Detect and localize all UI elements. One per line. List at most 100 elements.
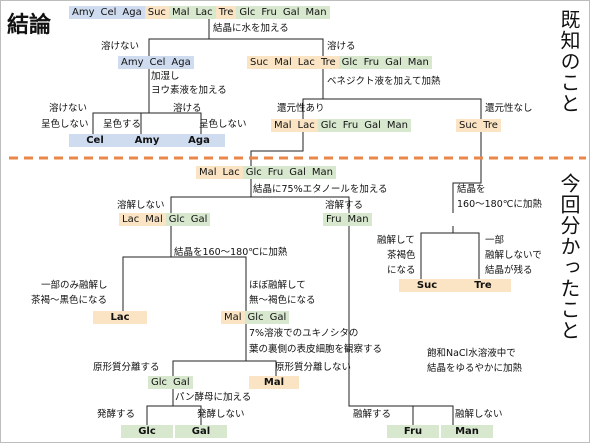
sugar-chip: Amy <box>69 6 98 19</box>
branch-label: 溶解しない <box>117 200 165 211</box>
sugar-chip: Aga <box>168 56 194 69</box>
node-aga: Aga <box>173 134 225 147</box>
step-label: 葉の裏側の表皮細胞を観察する <box>249 344 383 355</box>
node-suc: Suc <box>399 279 455 292</box>
sugar-chip: Gal <box>170 376 193 389</box>
step-label: パン酵母に加える <box>175 392 252 403</box>
branch-label: 還元性なし <box>485 103 533 114</box>
node-lac: Lac <box>93 311 147 324</box>
sugar-chip: Lac <box>192 6 216 19</box>
sugar-chip: Glc <box>148 376 171 389</box>
sugar-chip: Fru <box>258 6 280 19</box>
node-man: Man <box>441 425 493 438</box>
step-label: ヨウ素液を加える <box>151 85 227 96</box>
sugar-chip: Glc <box>165 213 188 226</box>
branch-label: 融解して <box>377 235 415 246</box>
sugar-chip: Cel <box>97 6 120 19</box>
sugar-chip: Mal <box>196 166 220 179</box>
sugar-chip: Man <box>344 213 372 226</box>
node-glc: Glc <box>121 425 173 438</box>
branch-label: 呈色しない <box>41 119 89 130</box>
sugar-chip: Mal <box>221 311 245 324</box>
node-mal: Mal <box>249 376 299 389</box>
sugar-chip: Man <box>308 166 337 179</box>
step-label: 飽和NaCl水溶液中で <box>427 348 516 359</box>
sugar-chip: Gal <box>382 56 405 69</box>
sugar-chip: Gal <box>279 6 303 19</box>
sugar-chip: Cel <box>146 56 169 69</box>
page-title: 結論 <box>7 13 52 38</box>
node-cel: Cel <box>69 134 121 147</box>
sugar-chip: Tre <box>317 56 339 69</box>
branch-label: 発酵しない <box>197 409 245 420</box>
step-label: 結晶をゆるやかに加熱 <box>427 363 523 374</box>
sugar-chip: Man <box>404 56 432 69</box>
sugar-chip: Suc <box>247 56 272 69</box>
step-label: 結晶を <box>457 184 486 195</box>
sugar-chip: Glc <box>242 166 265 179</box>
step-label: 加湿し <box>151 71 180 82</box>
branch-label: 融解しないで <box>485 250 542 261</box>
side-label-found: 今回分かったこと <box>557 173 581 341</box>
sugar-chip: Mal <box>271 56 295 69</box>
sugar-chip: Suc <box>144 6 169 19</box>
branch-label: 無～褐色になる <box>249 295 316 306</box>
branch-label: ほぼ融解して <box>249 280 306 291</box>
sugar-chip: Gal <box>187 213 211 226</box>
sugar-chip: Fru <box>264 166 287 179</box>
branch-label: 呈色しない <box>199 119 247 130</box>
branch-label: 呈色する <box>103 119 142 130</box>
branch-label: 溶ける <box>173 103 202 114</box>
step-label: 160～180℃に加熱 <box>457 199 542 210</box>
sugar-chip: Man <box>383 119 412 132</box>
sugar-chip: Suc <box>456 119 481 132</box>
branch-label: 溶けない <box>101 41 140 52</box>
branch-label: 融解する <box>353 409 392 420</box>
sugar-chip: Tre <box>215 6 237 19</box>
sugar-chip: Glc <box>338 56 361 69</box>
node-amy: Amy <box>121 134 173 147</box>
sugar-chip: Fru <box>360 56 383 69</box>
sugar-chip: Lac <box>294 119 318 132</box>
sugar-chip: Glc <box>236 6 259 19</box>
branch-label: 一部 <box>485 235 505 246</box>
sugar-chip: Fru <box>339 119 362 132</box>
node-tre: Tre <box>455 279 511 292</box>
branch-label: になる <box>387 265 416 276</box>
branch-label: 融解しない <box>455 409 503 420</box>
sugar-chip: Tre <box>480 119 501 132</box>
step-label: 7%溶液でのユキノシタの <box>249 328 359 339</box>
branch-label: 溶解する <box>325 200 364 211</box>
sugar-chip: Aga <box>119 6 145 19</box>
sugar-chip: Lac <box>294 56 318 69</box>
sugar-chip: Man <box>302 6 330 19</box>
sugar-chip: Gal <box>286 166 309 179</box>
step-label: ベネジクト液を加えて加熱 <box>327 76 441 87</box>
side-label-known: 既知のこと <box>557 9 581 114</box>
sugar-chip: Glc <box>317 119 340 132</box>
branch-label: 原形質分離する <box>93 362 160 373</box>
node-gal: Gal <box>175 425 227 438</box>
branch-label: 溶けない <box>49 103 88 114</box>
branch-label: 発酵する <box>97 409 136 420</box>
branch-label: 茶褐～黒色になる <box>31 295 108 306</box>
sugar-chip: Amy <box>118 56 147 69</box>
branch-label: 溶ける <box>327 41 356 52</box>
step-label: 結晶に75%エタノールを加える <box>253 184 388 195</box>
sugar-chip: Mal <box>168 6 193 19</box>
sugar-chip: Mal <box>271 119 295 132</box>
sugar-chip: Lac <box>119 213 143 226</box>
branch-label: 結晶が残る <box>485 265 533 276</box>
